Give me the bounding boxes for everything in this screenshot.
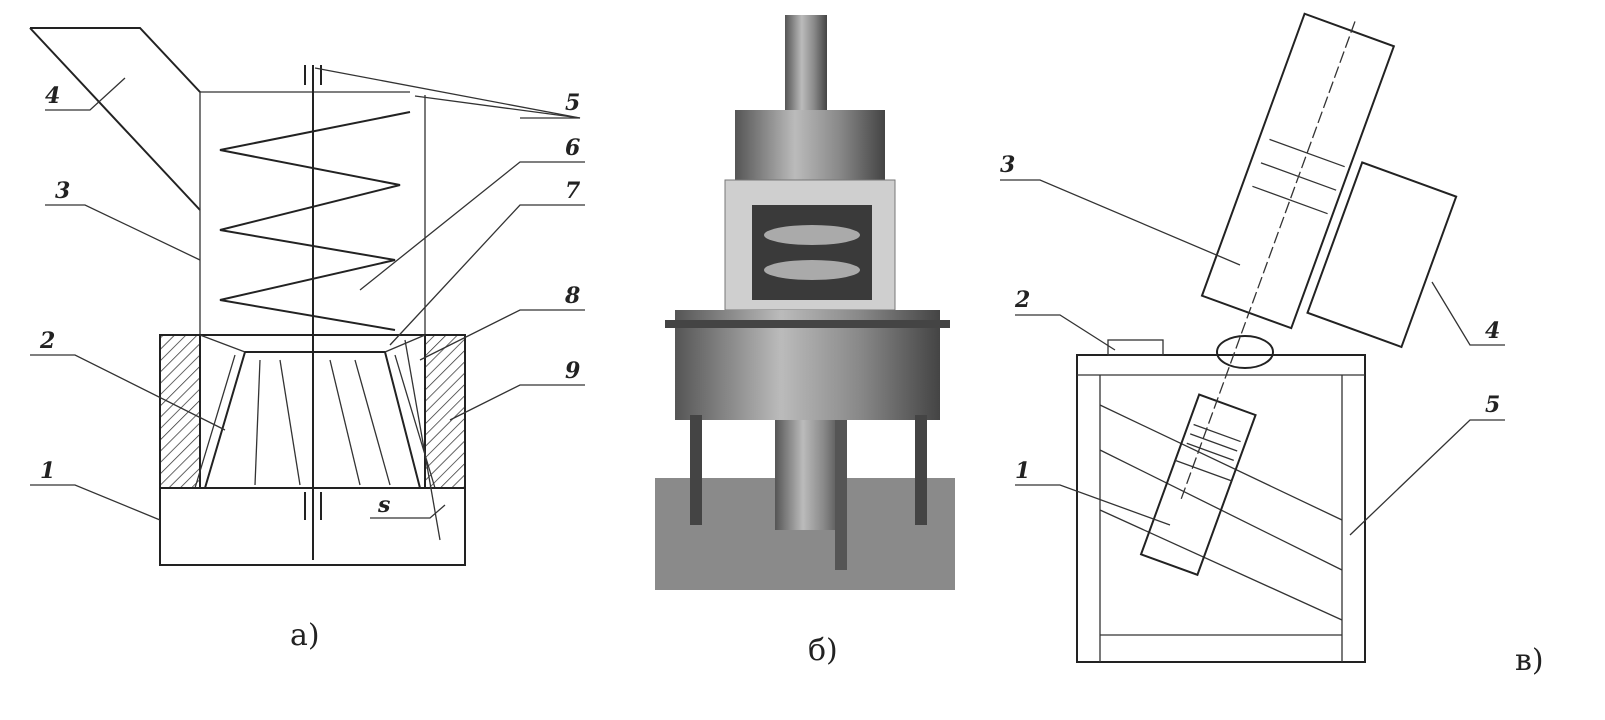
label-c-2: 2 — [1014, 287, 1030, 313]
motor — [1306, 161, 1458, 349]
drive-unit — [1200, 12, 1396, 330]
panel-b-photo: б) — [655, 15, 955, 668]
base — [159, 487, 466, 566]
caption-a: а) — [290, 618, 320, 653]
part-2 — [1107, 339, 1164, 356]
label-a-4: 4 — [45, 83, 60, 109]
panel-a-schematic: 4 3 5 6 7 8 9 2 1 s а) — [29, 27, 585, 653]
caption-c: в) — [1515, 643, 1544, 678]
label-a-5: 5 — [565, 90, 580, 116]
label-a-7: 7 — [565, 178, 581, 204]
label-a-2: 2 — [39, 328, 55, 354]
label-a-8: 8 — [564, 283, 580, 309]
label-a-s: s — [377, 492, 390, 518]
label-a-6: 6 — [565, 135, 580, 161]
cutter-unit — [1139, 393, 1257, 577]
spring — [219, 111, 411, 331]
label-a-9: 9 — [565, 358, 580, 384]
frame — [1076, 354, 1366, 663]
label-c-3: 3 — [1000, 152, 1015, 178]
label-a-1: 1 — [40, 458, 55, 484]
label-c-1: 1 — [1015, 458, 1030, 484]
label-c-5: 5 — [1485, 392, 1500, 418]
caption-b: б) — [808, 633, 838, 668]
panel-c-schematic: 3 2 1 4 5 в) — [1000, 12, 1544, 678]
hopper — [30, 27, 201, 93]
label-a-3: 3 — [55, 178, 70, 204]
label-c-4: 4 — [1485, 318, 1500, 344]
